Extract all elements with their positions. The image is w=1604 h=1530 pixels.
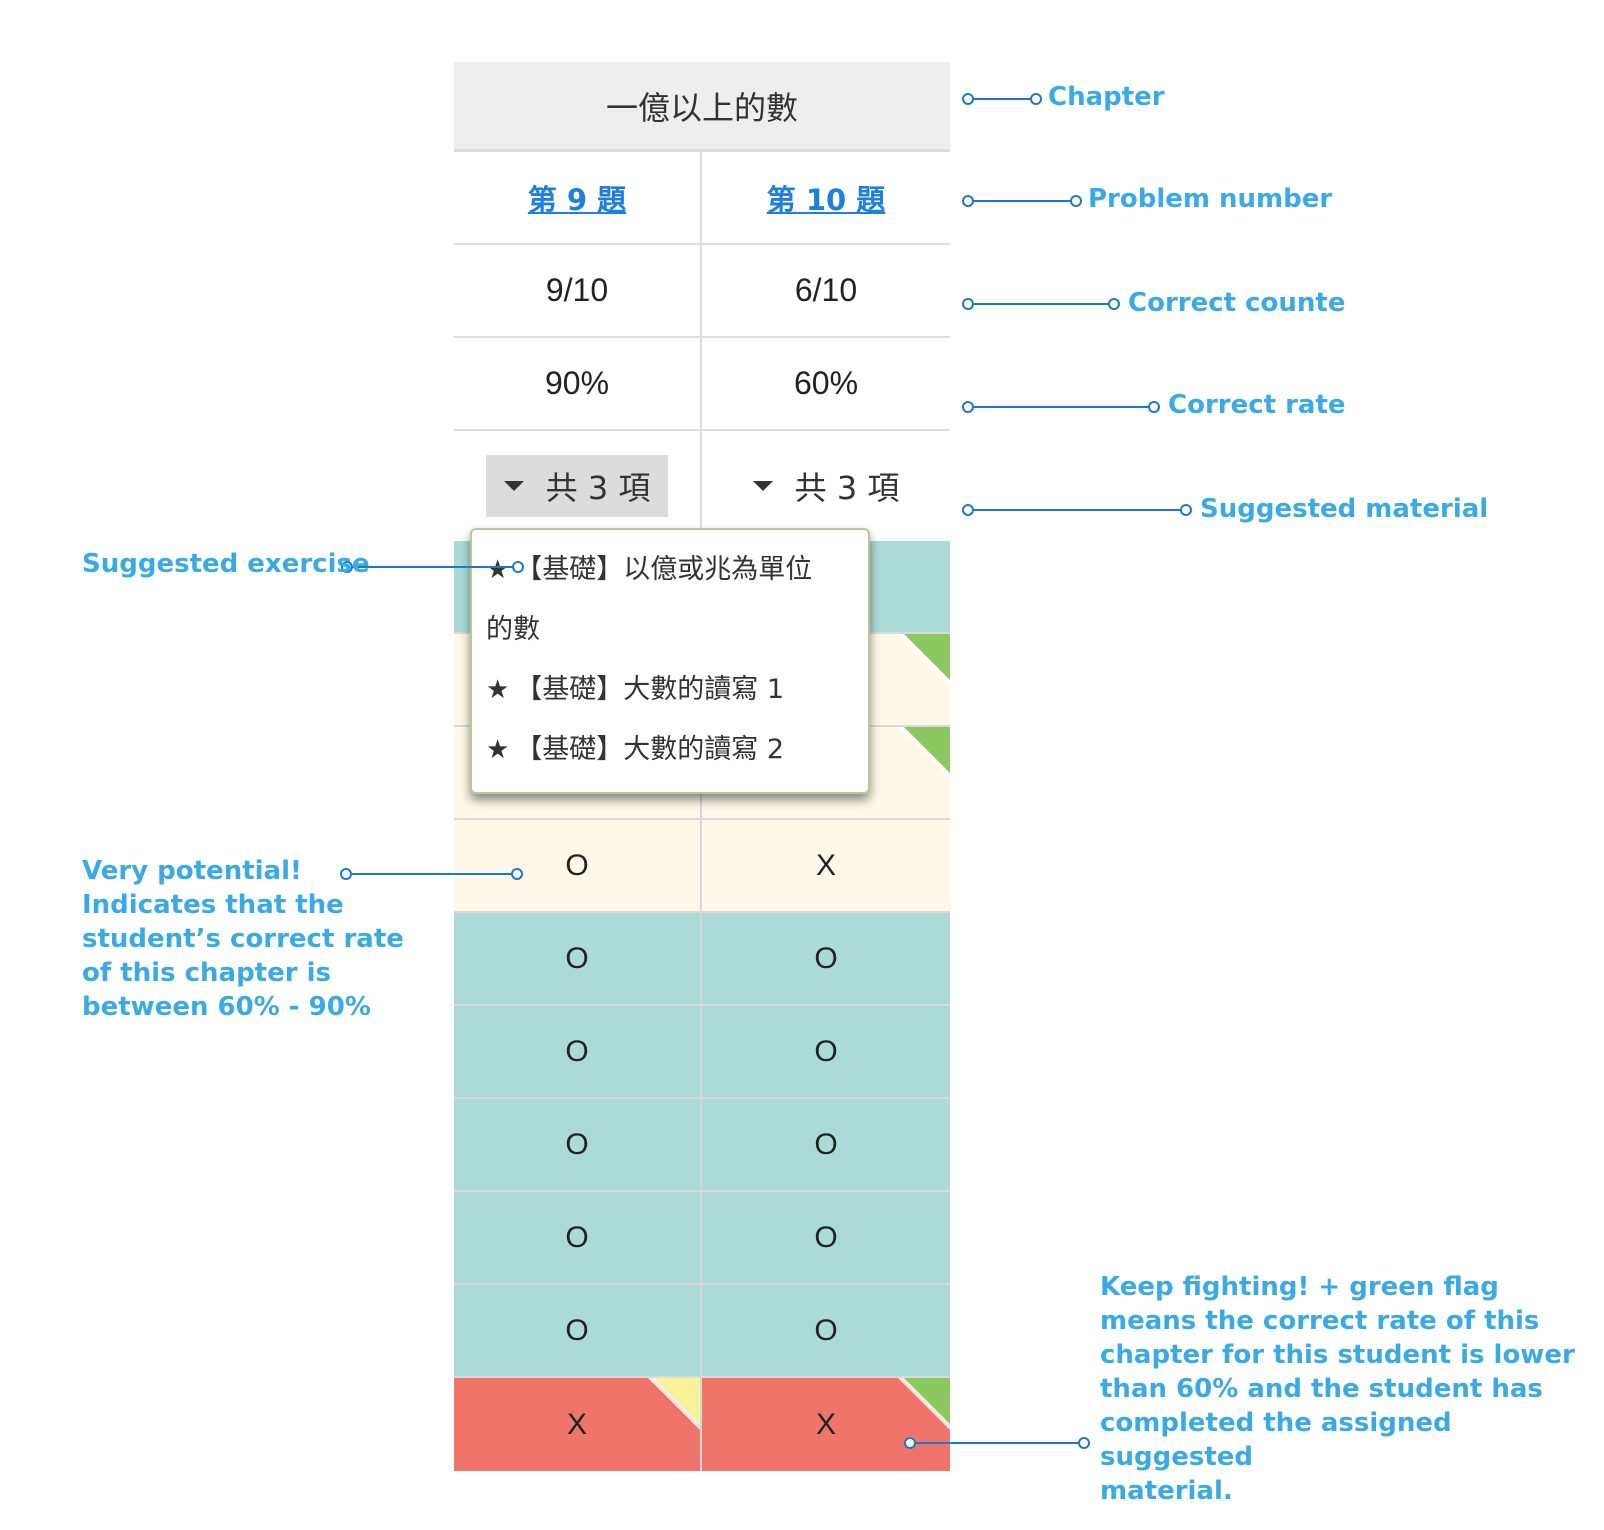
- annotation-very-potential: Very potential! Indicates that the stude…: [82, 856, 404, 1022]
- answer-mark: O: [814, 1313, 838, 1347]
- student-cell: O: [454, 1285, 702, 1378]
- green-flag-icon: [898, 1378, 950, 1430]
- exercise-item-2[interactable]: ★【基礎】大數的讀寫 1: [486, 674, 785, 705]
- student-cell: O: [454, 820, 702, 913]
- student-cell: O: [454, 1006, 702, 1099]
- student-cell: O: [454, 1099, 702, 1192]
- annotation-correct-count: Correct counte: [1128, 288, 1346, 318]
- exercise-item-3[interactable]: ★【基礎】大數的讀寫 2: [486, 734, 785, 765]
- caret-down-icon: [752, 481, 773, 491]
- chapter-title: 一億以上的數: [454, 62, 950, 152]
- student-cell: X: [454, 1378, 702, 1471]
- problem-header-10: 第 10 題: [702, 152, 950, 245]
- star-icon: ★: [486, 555, 510, 585]
- annotation-suggested-exercise: Suggested exercise: [82, 549, 370, 579]
- annotation-problem-number: Problem number: [1088, 184, 1333, 214]
- student-cell: O: [702, 913, 950, 1006]
- suggested-material-9: 共 3 項: [454, 431, 702, 541]
- suggested-material-10: 共 3 項: [702, 431, 950, 541]
- answer-mark: O: [814, 1034, 838, 1068]
- answer-mark: O: [565, 1127, 589, 1161]
- student-cell: O: [454, 913, 702, 1006]
- caret-down-icon: [503, 481, 524, 491]
- suggested-exercise-popup: ★【基礎】以億或兆為單位 的數 ★【基礎】大數的讀寫 1 ★【基礎】大數的讀寫 …: [470, 528, 870, 794]
- student-cell: O: [702, 1285, 950, 1378]
- student-cell: X: [702, 820, 950, 913]
- green-flag-icon: [898, 727, 950, 779]
- annotation-chapter: Chapter: [1048, 82, 1165, 112]
- answer-mark: O: [565, 1313, 589, 1347]
- answer-mark: O: [565, 941, 589, 975]
- exercise-item-1[interactable]: ★【基礎】以億或兆為單位: [486, 554, 813, 585]
- correct-rate-10: 60%: [702, 338, 950, 431]
- answer-mark: X: [815, 848, 836, 882]
- answer-mark: O: [814, 941, 838, 975]
- green-flag-icon: [898, 634, 950, 686]
- student-cell: O: [454, 1192, 702, 1285]
- annotation-correct-rate: Correct rate: [1168, 390, 1346, 420]
- problem-link-10[interactable]: 第 10 題: [766, 182, 886, 217]
- answer-mark: O: [814, 1127, 838, 1161]
- correct-rate-9: 90%: [454, 338, 702, 431]
- annotation-keep-fighting: Keep fighting! + green flag means the co…: [1100, 1272, 1575, 1506]
- answer-mark: X: [566, 1407, 587, 1441]
- star-icon: ★: [486, 675, 510, 705]
- answer-mark: O: [565, 1034, 589, 1068]
- yellow-flag-icon: [648, 1378, 700, 1430]
- student-cell: O: [702, 1099, 950, 1192]
- exercise-item-1-cont: 的數: [486, 614, 540, 645]
- problem-header-9: 第 9 題: [454, 152, 702, 245]
- student-cell: X: [702, 1378, 950, 1471]
- correct-count-9: 9/10: [454, 245, 702, 338]
- answer-mark: O: [565, 848, 589, 882]
- annotation-suggested-material: Suggested material: [1200, 494, 1489, 524]
- correct-count-10: 6/10: [702, 245, 950, 338]
- student-cell: O: [702, 1006, 950, 1099]
- suggested-material-dropdown-9[interactable]: 共 3 項: [485, 455, 669, 517]
- answer-mark: O: [814, 1220, 838, 1254]
- student-cell: O: [702, 1192, 950, 1285]
- answer-mark: X: [815, 1407, 836, 1441]
- problem-link-9[interactable]: 第 9 題: [527, 182, 627, 217]
- answer-mark: O: [565, 1220, 589, 1254]
- star-icon: ★: [486, 735, 510, 765]
- suggested-material-dropdown-10[interactable]: 共 3 項: [735, 455, 918, 517]
